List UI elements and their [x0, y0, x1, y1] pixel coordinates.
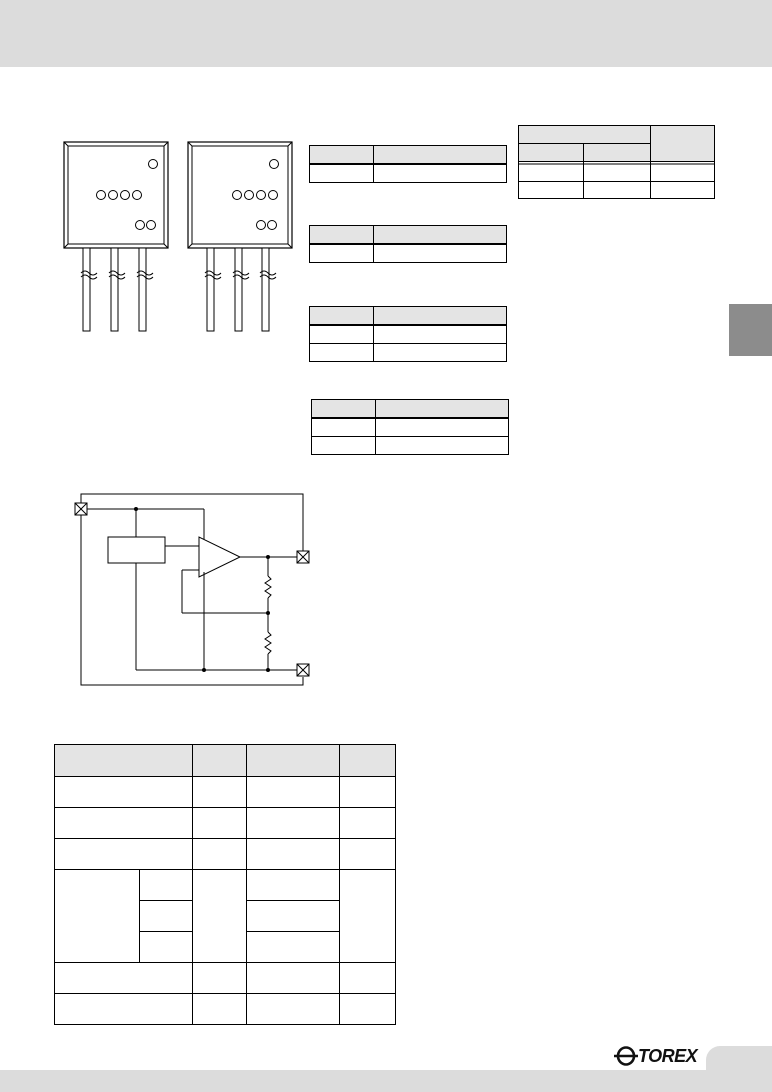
- table-row: [309, 243, 507, 263]
- table-row: [309, 343, 507, 362]
- table-row: [54, 962, 396, 994]
- table-header-row: [54, 744, 396, 777]
- table-header-row: [309, 225, 507, 245]
- table-header-row: [309, 145, 507, 165]
- ratings-table: [54, 744, 396, 1025]
- table-row: [54, 838, 396, 870]
- logo-text: TOREX: [638, 1046, 698, 1066]
- table-header-row: [309, 306, 507, 326]
- header-band: [0, 0, 772, 67]
- table-row: [54, 993, 396, 1025]
- classification-table: [518, 125, 715, 199]
- table-header-row: [311, 399, 509, 419]
- table-row: [309, 163, 507, 183]
- table-row: [311, 436, 509, 455]
- table-row: [55, 900, 396, 932]
- section-tab: [729, 304, 772, 356]
- table-row: [54, 776, 396, 808]
- table-row: [309, 324, 507, 344]
- block-diagram: [74, 493, 310, 686]
- torex-logo: TOREX: [612, 1045, 712, 1067]
- pin-table-4: [311, 399, 509, 455]
- pin-table-1: [309, 145, 507, 183]
- table-row: [55, 931, 396, 963]
- table-row: [54, 807, 396, 839]
- torex-mark-icon: [614, 1046, 638, 1066]
- package-drawing-right: [187, 141, 293, 332]
- table-row: [311, 417, 509, 437]
- footer-band: [0, 1070, 772, 1092]
- pin-table-3: [309, 306, 507, 362]
- pin-table-2: [309, 225, 507, 263]
- table-row: [54, 869, 396, 963]
- page-number-tab: [706, 1046, 772, 1070]
- package-drawing-left: [63, 141, 169, 332]
